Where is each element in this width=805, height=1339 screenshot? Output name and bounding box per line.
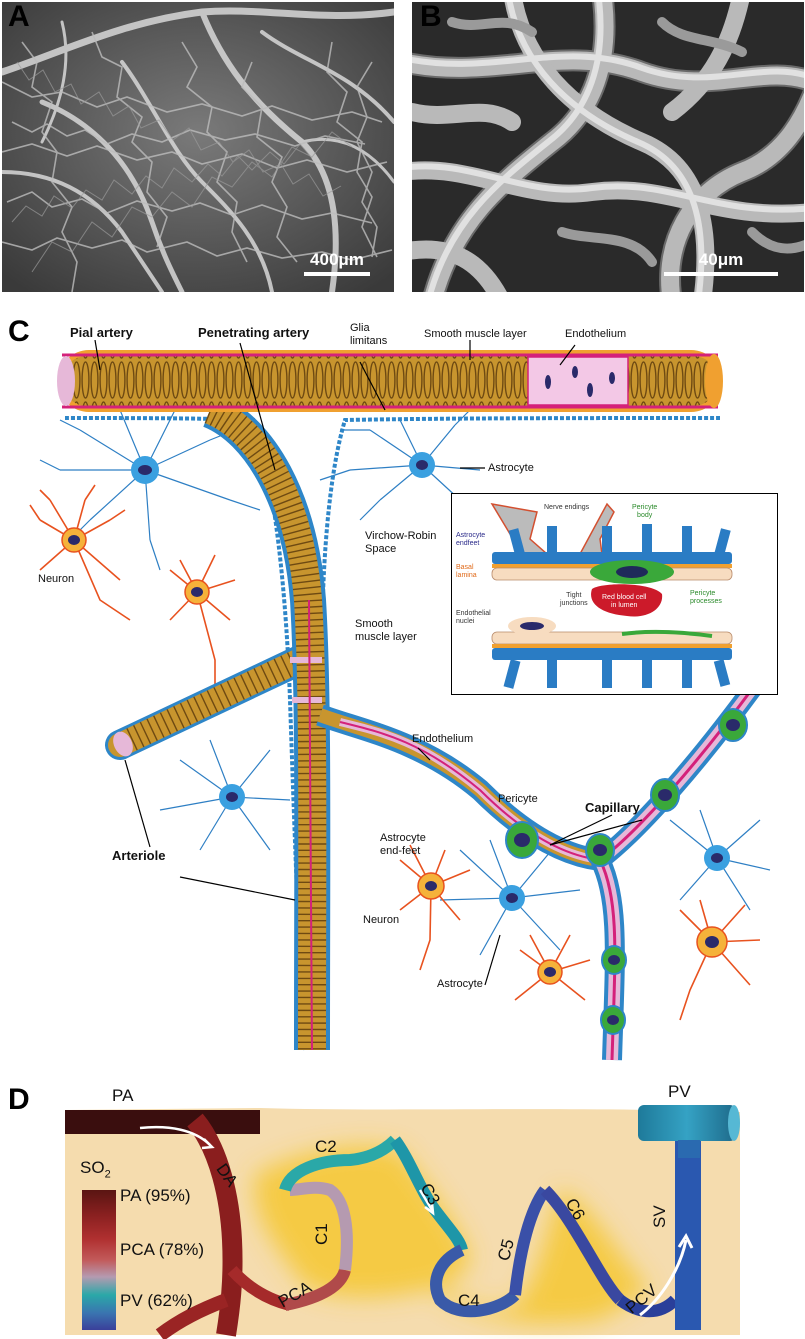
- panel-c-letter: C: [8, 315, 30, 348]
- astrocyte-top-right: [319, 409, 481, 521]
- label-pial-artery: Pial artery: [70, 325, 133, 340]
- label-neuron-right: Neuron: [363, 914, 400, 926]
- c3-vessel: [390, 1136, 468, 1252]
- label-astrocyte-top: Astrocyte: [488, 462, 534, 474]
- panel-a-scale-bar: 400μm: [304, 250, 370, 276]
- panel-b-letter: B: [420, 0, 442, 33]
- glia-limitans-right: [319, 416, 721, 701]
- astrocyte-right: [669, 809, 771, 911]
- label-arteriole: Arteriole: [112, 848, 166, 863]
- label-pericyte: Pericyte: [498, 793, 538, 805]
- panel-b-scale-label: 40μm: [698, 250, 744, 269]
- neuron-left-2: [169, 554, 236, 690]
- pca-vessel: [283, 1267, 351, 1311]
- panel-b-scale-bar: 40μm: [664, 250, 778, 276]
- panel-d-letter: D: [8, 1083, 30, 1116]
- panel-a-sem-image: 400μm: [2, 2, 394, 292]
- neuron-right-2: [514, 934, 591, 1001]
- d-label-sv: SV: [650, 1205, 669, 1228]
- panel-a-letter: A: [8, 0, 30, 33]
- da-vessel: [187, 1113, 243, 1337]
- glia-limitans-left: [64, 416, 307, 1051]
- c4-vessel: [430, 1244, 520, 1318]
- c6-vessel: [540, 1185, 625, 1305]
- pa-vessel: [65, 1110, 260, 1134]
- d-label-c4: C4: [458, 1291, 480, 1310]
- label-endothelium-top: Endothelium: [565, 328, 627, 340]
- so2-legend-pca: PCA (78%): [120, 1240, 205, 1259]
- astrocyte-mid-left: [159, 739, 291, 851]
- neuron-right-1: [399, 844, 471, 971]
- so2-legend-pa: PA (95%): [120, 1186, 191, 1205]
- so2-legend-bar: [82, 1190, 116, 1330]
- label-capillary: Capillary: [585, 800, 640, 815]
- neuron-left-1: [29, 484, 131, 621]
- panel-c-vascular-diagram: [29, 340, 771, 1061]
- label-neuron-left: Neuron: [38, 573, 75, 585]
- c1-vessel: [289, 1181, 353, 1271]
- d-label-pv: PV: [668, 1082, 691, 1101]
- d-label-pa: PA: [112, 1086, 134, 1105]
- label-endothelium-mid: Endothelium: [412, 733, 474, 745]
- panel-b-sem-image: 40μm: [412, 2, 804, 292]
- c5-vessel: [509, 1186, 550, 1296]
- inset-nerve-endings: Nerve endings: [544, 504, 590, 511]
- panel-a-scale-label: 400μm: [310, 250, 364, 269]
- label-smooth-muscle-top: Smooth muscle layer: [424, 328, 527, 340]
- c2-vessel: [279, 1135, 400, 1193]
- neuron-right-3: [679, 899, 761, 1021]
- so2-legend-title: SO2: [80, 1158, 111, 1181]
- panel-d-oxygen-diagram: [65, 1105, 740, 1339]
- pcv-vessel: [616, 1295, 680, 1318]
- astrocyte-bottom: [439, 839, 581, 956]
- pv-vessel: [638, 1105, 736, 1141]
- d-label-c2: C2: [315, 1137, 337, 1156]
- label-astrocyte-bottom: Astrocyte: [437, 978, 483, 990]
- label-penetrating-artery: Penetrating artery: [198, 325, 310, 340]
- so2-legend-pv: PV (62%): [120, 1291, 193, 1310]
- d-label-c1: C1: [312, 1223, 331, 1245]
